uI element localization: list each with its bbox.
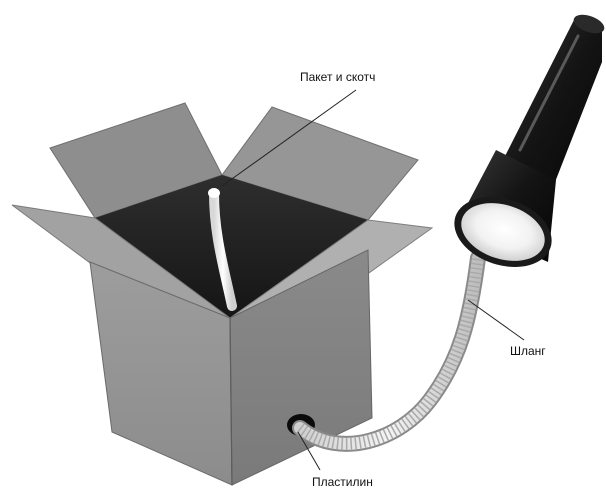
flashlight <box>445 11 606 279</box>
plasticine-label: Пластилин <box>312 475 373 489</box>
hose-label: Шланг <box>510 344 546 358</box>
bag-and-tape-label: Пакет и скотч <box>300 70 375 84</box>
callout-hose: Шланг <box>468 300 546 358</box>
hose-leader <box>468 300 524 340</box>
inner-tube-glow <box>208 188 220 198</box>
cardboard-box <box>12 103 432 485</box>
